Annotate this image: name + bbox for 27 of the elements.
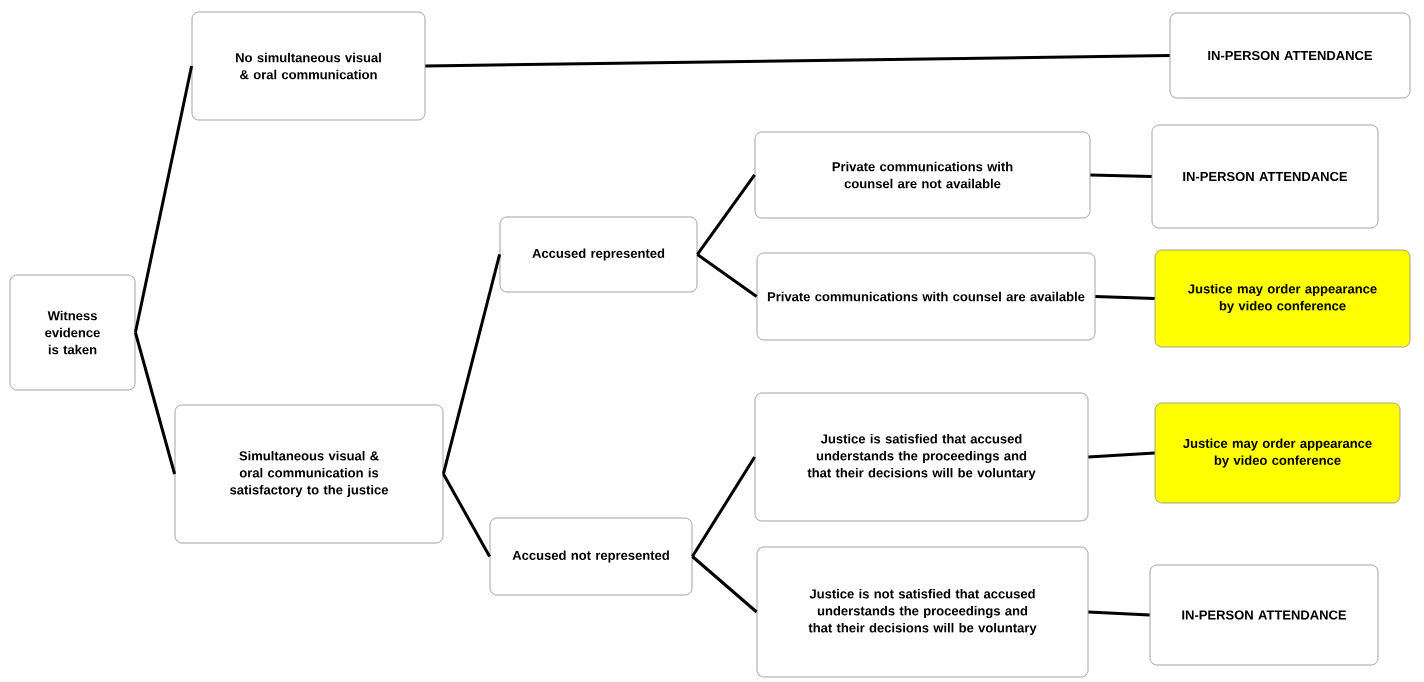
process-box: Justice is not satisfied that accused understands the proceedings and that their decisions will be voluntary — [756, 546, 1089, 678]
process-box: Justice may order appearance by video conference — [1154, 402, 1401, 504]
process-box: Private communications with counsel are not available — [754, 131, 1091, 219]
process-box: Accused not represented — [489, 517, 693, 596]
connector-line — [133, 332, 177, 475]
process-box: IN-PERSON ATTENDANCE — [1149, 564, 1379, 666]
connector-line — [133, 65, 194, 333]
connector-line — [696, 174, 756, 256]
process-box: IN-PERSON ATTENDANCE — [1151, 124, 1379, 229]
connector-line — [1095, 295, 1155, 300]
connector-line — [441, 254, 502, 475]
connector-line — [691, 456, 756, 558]
process-box: Accused represented — [499, 216, 698, 293]
connector-line — [1088, 610, 1150, 617]
process-box: Witness evidence is taken — [9, 274, 136, 391]
process-box: Justice may order appearance by video conference — [1154, 249, 1411, 348]
connector-line — [1090, 173, 1152, 178]
process-box: IN-PERSON ATTENDANCE — [1169, 12, 1411, 99]
connector-line — [425, 54, 1170, 68]
process-box: Simultaneous visual & oral communication is satisfactory to the justice — [174, 404, 444, 544]
connector-line — [696, 253, 758, 298]
process-box: Private communications with counsel are available — [756, 252, 1096, 341]
connector-line — [691, 555, 758, 614]
connector-line — [442, 473, 491, 558]
process-box: Justice is satisfied that accused understands the proceedings and that their decisions will be voluntary — [754, 392, 1089, 522]
connector-line — [1088, 451, 1155, 459]
process-box: No simultaneous visual & oral communication — [191, 11, 426, 121]
